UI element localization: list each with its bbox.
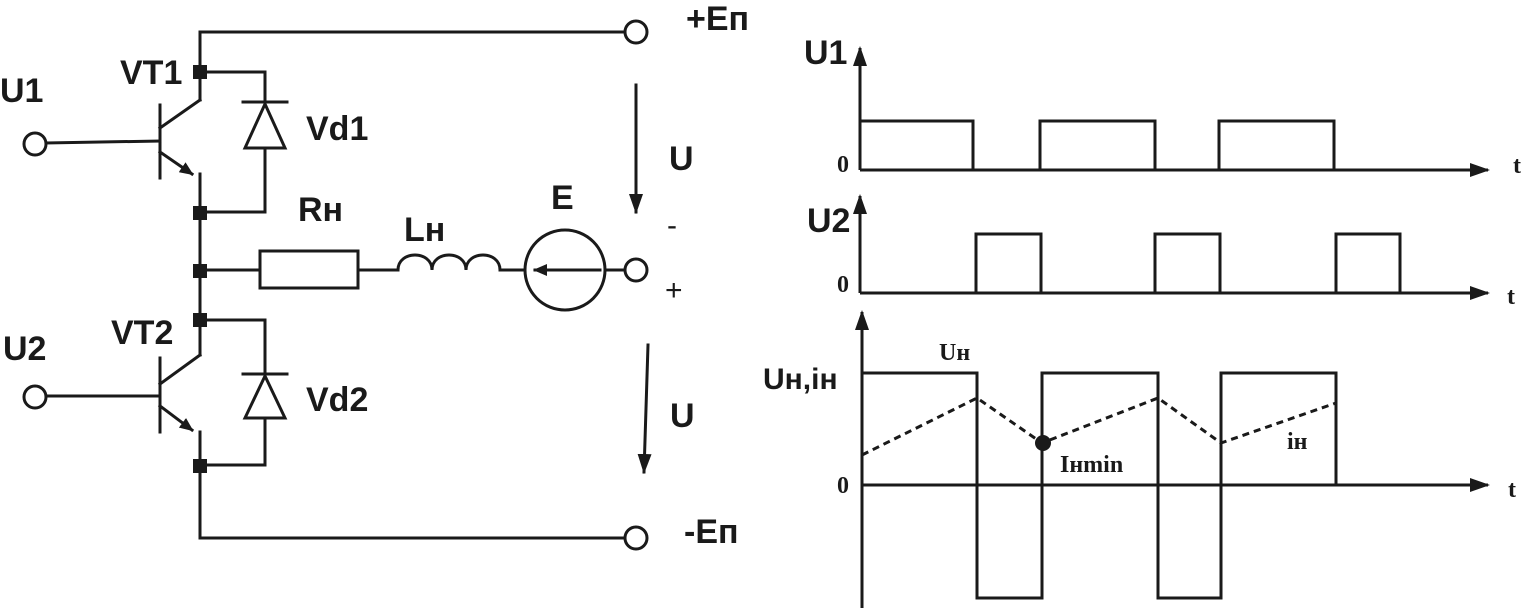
un-zero-label: 0 — [837, 473, 849, 499]
vd1-triangle — [242, 100, 288, 150]
bridge-leg-circuit: +Eп -Eп U1 VT1 Vd1 — [0, 0, 749, 551]
u1-zero-label: 0 — [837, 152, 849, 178]
vd1-diode — [198, 70, 289, 214]
ln-inductor — [396, 253, 502, 272]
vd2-triangle — [242, 372, 288, 420]
u1-pulse-train — [858, 119, 1336, 172]
u2-input-label: U2 — [3, 330, 46, 368]
ln-label: Lн — [404, 211, 445, 249]
vt1-label: VT1 — [120, 54, 182, 92]
in-current-trace — [861, 396, 1337, 457]
lower-voltage-label: U — [670, 397, 695, 435]
un-trace-label: Uн — [939, 340, 970, 366]
u1-base-wire — [44, 139, 162, 145]
u1-timing-plot: U1 0 t — [804, 34, 1521, 179]
rn-resistor — [258, 249, 360, 290]
vd1-label: Vd1 — [306, 110, 368, 148]
u1-axis-label: U1 — [804, 34, 847, 72]
vt1-transistor — [22, 97, 203, 180]
un-in-timing-plot: Uн,iн 0 t Uн iн Iнmin — [763, 310, 1516, 608]
vt2-collector — [157, 352, 203, 387]
imin-label: Iнmin — [1060, 452, 1123, 478]
e-label: E — [551, 179, 574, 217]
vt1-collector — [157, 97, 203, 131]
vt2-emitter-arrow — [157, 403, 195, 433]
u1-input-label: U1 — [0, 72, 43, 110]
upper-voltage-label: U — [669, 140, 694, 178]
u2-timing-plot: U2 0 t — [807, 194, 1515, 310]
minus-supply-label: -Eп — [684, 513, 739, 551]
u1-input-terminal — [22, 131, 48, 157]
vt1-emitter-arrow — [157, 149, 195, 177]
u2-input-terminal — [22, 384, 48, 410]
vd1-bottom-wire — [198, 146, 267, 214]
in-trace-label: iн — [1287, 429, 1308, 455]
u2-pulse-train — [974, 232, 1402, 295]
vt2-transistor — [22, 352, 203, 434]
minus-supply-terminal — [623, 525, 649, 551]
vd2-diode — [198, 318, 289, 467]
junction-dot — [193, 459, 207, 473]
u2-zero-label: 0 — [837, 272, 849, 298]
un-voltage-trace — [860, 371, 1338, 600]
minus-sign: - — [667, 209, 677, 242]
load-output-terminal — [623, 257, 649, 283]
imin-point — [1035, 435, 1051, 451]
plus-sign: + — [665, 274, 683, 307]
timing-diagrams: U1 0 t U2 0 t Uн,iн 0 t Uн iн Iнmin — [763, 34, 1521, 608]
vd1-top-wire — [198, 70, 267, 102]
un-in-axis-label: Uн,iн — [763, 363, 838, 396]
plus-supply-terminal — [623, 19, 649, 45]
u2-axis-label: U2 — [807, 202, 850, 240]
vd2-bottom-wire — [198, 416, 267, 467]
junction-dot — [193, 206, 207, 220]
junction-dot — [193, 313, 207, 327]
u2-time-label: t — [1507, 284, 1515, 310]
u1-time-label: t — [1513, 153, 1521, 179]
lower-voltage-arrow — [637, 343, 652, 474]
junction-dot — [193, 65, 207, 79]
vd2-top-wire — [198, 318, 267, 376]
vt2-label: VT2 — [111, 314, 173, 352]
vd2-label: Vd2 — [306, 381, 368, 419]
rn-label: Rн — [298, 191, 343, 229]
un-time-label: t — [1508, 477, 1516, 503]
plus-supply-label: +Eп — [686, 0, 749, 38]
